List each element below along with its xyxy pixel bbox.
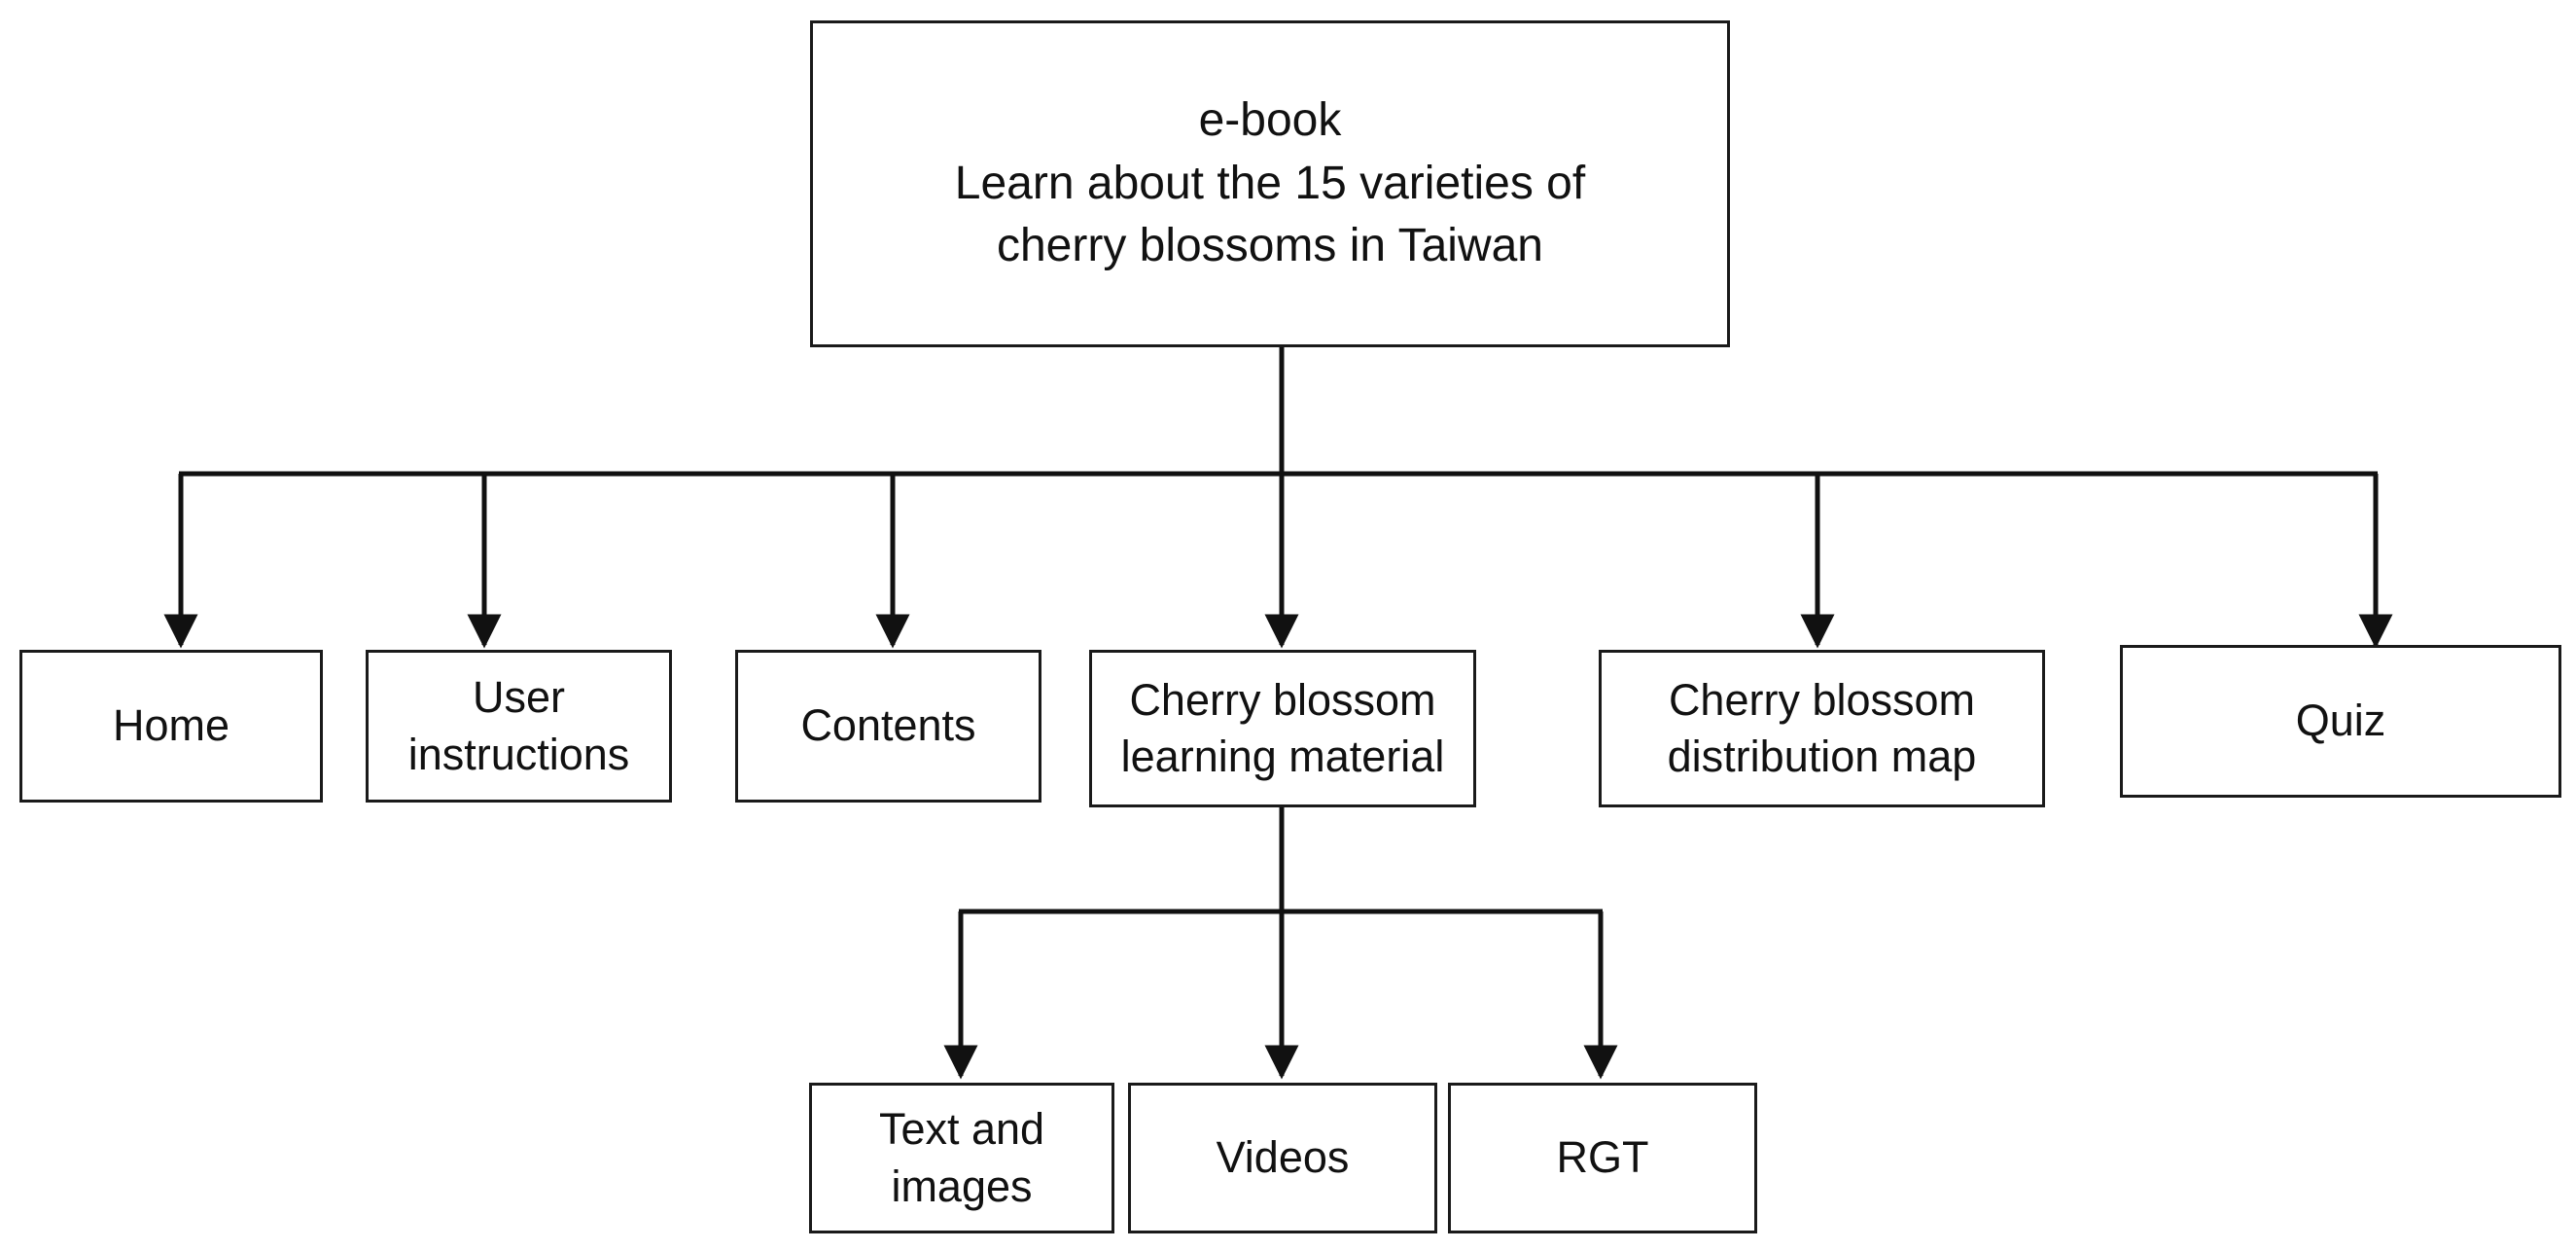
- node-contents-label: Contents: [800, 700, 976, 751]
- node-distribution-map: Cherry blossom distribution map: [1599, 650, 2045, 807]
- node-contents: Contents: [735, 650, 1041, 803]
- node-user-instructions: User instructions: [366, 650, 672, 803]
- node-quiz: Quiz: [2120, 645, 2561, 798]
- node-home-label: Home: [112, 700, 230, 751]
- node-home: Home: [19, 650, 323, 803]
- node-rgt-label: RGT: [1556, 1132, 1649, 1183]
- node-quiz-label: Quiz: [2295, 696, 2386, 746]
- node-learning-material: Cherry blossom learning material: [1089, 650, 1476, 807]
- node-text-and-images: Text and images: [809, 1083, 1114, 1233]
- root-node-ebook: e-book Learn about the 15 varieties of c…: [810, 20, 1730, 347]
- node-rgt: RGT: [1448, 1083, 1757, 1233]
- node-text-and-images-label: Text and images: [878, 1104, 1045, 1211]
- node-videos: Videos: [1128, 1083, 1437, 1233]
- node-videos-label: Videos: [1216, 1132, 1350, 1183]
- node-user-instructions-label: User instructions: [407, 672, 630, 779]
- node-distribution-map-label: Cherry blossom distribution map: [1667, 674, 1977, 782]
- root-node-label: e-book Learn about the 15 varieties of c…: [954, 93, 1586, 272]
- node-learning-material-label: Cherry blossom learning material: [1120, 674, 1445, 782]
